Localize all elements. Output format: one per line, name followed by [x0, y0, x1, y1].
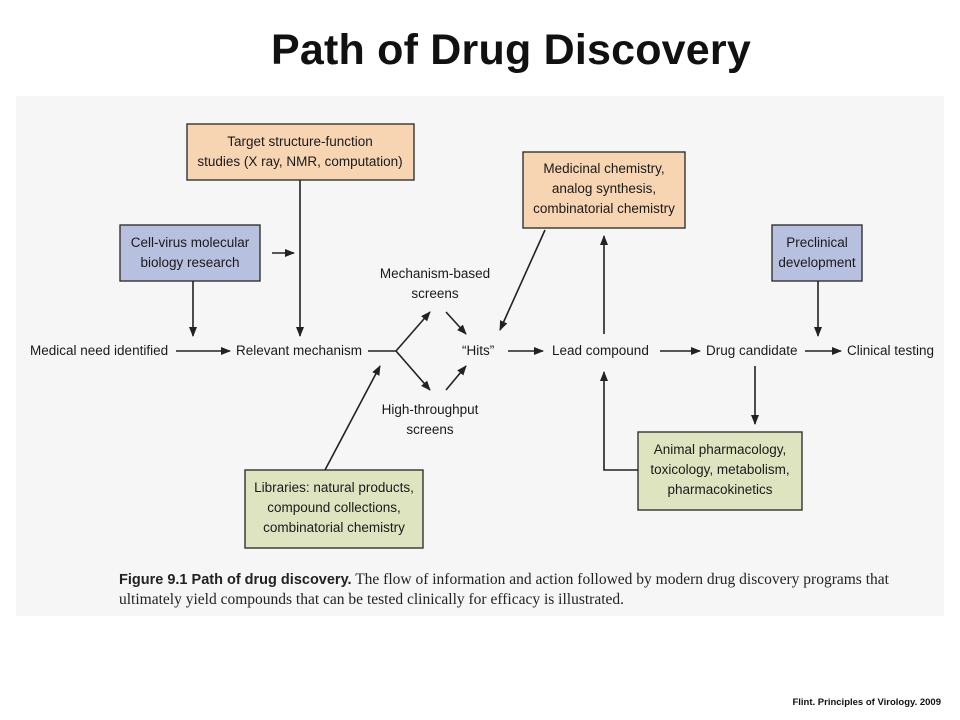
- box-preclinical-rect: [771, 224, 863, 282]
- box-cell-virus-rect: [119, 224, 261, 282]
- figure-panel: [16, 96, 944, 616]
- node-hits: “Hits”: [462, 343, 494, 358]
- box-medicinal-chemistry-line-2: analog synthesis,: [552, 181, 656, 196]
- box-animal-pharmacology-line-1: Animal pharmacology,: [654, 442, 787, 457]
- box-animal-pharmacology-rect: [637, 431, 803, 511]
- box-preclinical: Preclinical development: [771, 224, 863, 282]
- box-libraries: Libraries: natural products, compound co…: [244, 469, 424, 549]
- node-medical-need: Medical need identified: [30, 343, 168, 358]
- box-animal-pharmacology-line-3: pharmacokinetics: [667, 482, 772, 497]
- node-mechanism-screens-line-1: Mechanism-based: [380, 266, 490, 281]
- node-mechanism-screens-line-2: screens: [411, 286, 459, 301]
- box-medicinal-chemistry-rect: [522, 151, 686, 229]
- slide-title: Path of Drug Discovery: [271, 26, 751, 74]
- box-medicinal-chemistry-line-1: Medicinal chemistry,: [543, 161, 664, 176]
- box-libraries-line-1: Libraries: natural products,: [254, 480, 414, 495]
- box-preclinical-line-1: Preclinical: [786, 235, 848, 250]
- box-cell-virus: Cell-virus molecular biology research: [119, 224, 261, 282]
- source-credit: Flint. Principles of Virology. 2009: [792, 697, 941, 708]
- node-clinical-testing: Clinical testing: [847, 343, 934, 358]
- node-lead-compound: Lead compound: [552, 343, 649, 358]
- box-medicinal-chemistry-line-3: combinatorial chemistry: [533, 201, 675, 216]
- box-target-structure-rect: [186, 123, 415, 181]
- figure-caption-label: Figure 9.1 Path of drug discovery.: [119, 572, 352, 588]
- box-medicinal-chemistry: Medicinal chemistry, analog synthesis, c…: [522, 151, 686, 229]
- arrow-branch-to-mechanism-screens: [395, 311, 431, 352]
- box-animal-pharmacology: Animal pharmacology, toxicology, metabol…: [637, 431, 803, 511]
- box-target-structure: Target structure-function studies (X ray…: [186, 123, 415, 181]
- arrow-mechanism-screens-to-hits: [445, 311, 467, 335]
- figure-caption: Figure 9.1 Path of drug discovery. The f…: [119, 570, 889, 609]
- arrow-libraries-to-branch: [324, 365, 381, 471]
- box-libraries-line-2: compound collections,: [267, 500, 401, 515]
- box-preclinical-line-2: development: [778, 255, 856, 270]
- arrow-animal-to-lead: [600, 371, 638, 471]
- box-target-structure-line-1: Target structure-function: [227, 134, 373, 149]
- arrow-high-throughput-to-hits: [445, 365, 467, 391]
- node-relevant-mechanism: Relevant mechanism: [236, 343, 362, 358]
- box-target-structure-line-2: studies (X ray, NMR, computation): [197, 154, 402, 169]
- node-high-throughput-line-1: High-throughput: [382, 402, 479, 417]
- box-cell-virus-line-2: biology research: [140, 255, 239, 270]
- node-high-throughput-line-2: screens: [406, 422, 454, 437]
- box-cell-virus-line-1: Cell-virus molecular: [131, 235, 250, 250]
- box-libraries-line-3: combinatorial chemistry: [263, 520, 405, 535]
- arrow-branch-to-high-throughput: [395, 350, 431, 391]
- box-animal-pharmacology-line-2: toxicology, metabolism,: [650, 462, 789, 477]
- figure-caption-text: The flow of information and action follo…: [119, 571, 889, 608]
- arrow-medicinal-to-hits: [499, 229, 546, 331]
- box-libraries-rect: [244, 469, 424, 549]
- node-drug-candidate: Drug candidate: [706, 343, 798, 358]
